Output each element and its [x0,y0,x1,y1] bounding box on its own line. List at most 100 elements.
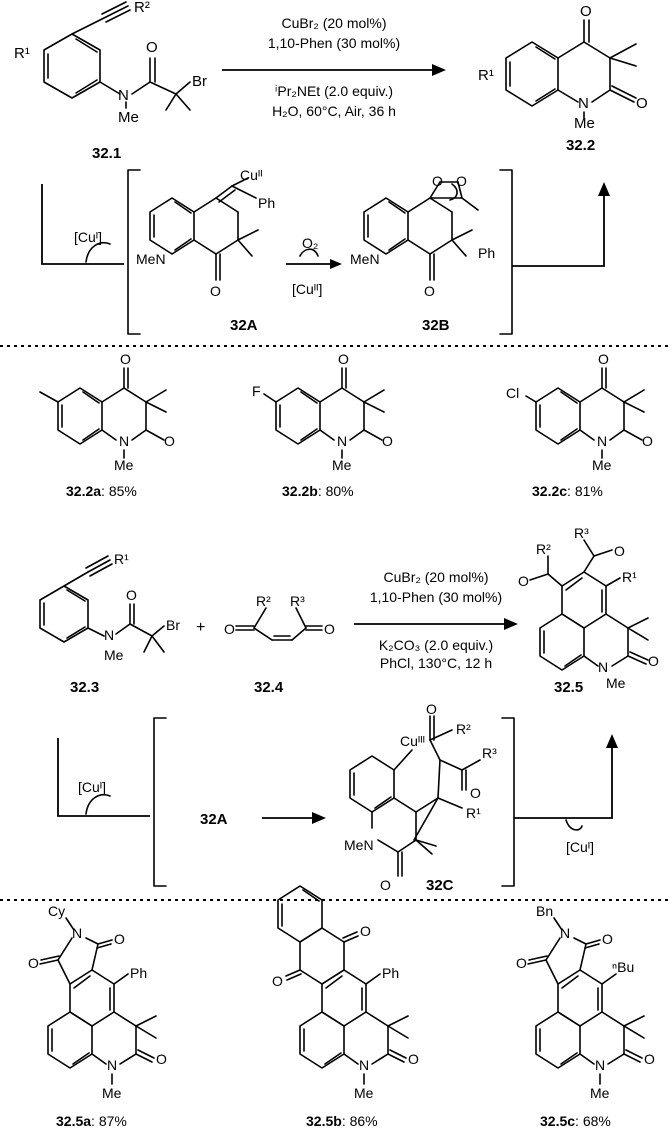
conditions-2-line3: K₂CO₃ (2.0 equiv.) [379,637,493,653]
reaction-arrowhead-1 [432,64,446,76]
product-32-2b [263,367,385,459]
mech1-o2-curly [299,248,319,257]
p2b-o-amide: O [382,433,393,449]
product-32-5a [39,917,157,1085]
p2a-me: Me [114,457,134,473]
p2b-f: F [252,383,261,399]
product-o-top: O [580,3,592,20]
mech2-o2: O [470,785,481,801]
intermediate-32C-label: 32C [426,877,454,894]
product-32-5c [527,917,645,1085]
p5c-n: N [595,1057,605,1073]
p5b-n: N [359,1057,369,1073]
mech1-men-a: MeN [136,251,166,267]
p5b-o-quinone1: O [272,973,283,989]
product-32-5 [529,539,649,671]
p5a-n-imide: N [72,925,82,941]
product-n: N [578,95,589,112]
p2b-yield: : 80% [318,483,354,499]
sm-compound-id: 32.1 [92,145,121,162]
s2-sm-r1: R¹ [114,551,129,567]
p5b-yield: : 86% [342,1113,378,1129]
p5a-ph: Ph [130,965,147,981]
mech1-left-bracket [127,169,141,335]
mech2-cu-out: [Cuᴵ] [566,839,594,855]
mech2-right-bracket [501,717,515,887]
s2-plus: + [196,619,205,636]
s2-sm-o: O [126,587,137,603]
mech2-exit-line [514,744,613,819]
product-caption-32-5c: 32.5c: 68% [540,1113,611,1129]
s2-partner-o2: O [324,621,335,637]
p5a-me: Me [102,1085,122,1101]
p2a-o-top: O [120,351,131,367]
mech1-cu-curly [85,242,111,263]
p5a-o-imide1: O [114,931,125,947]
product-caption-32-2c: 32.2c: 81% [532,483,603,499]
mech1-o2: O₂ [302,235,318,251]
product-me: Me [574,115,595,132]
p2a-o-amide: O [164,433,175,449]
mech2-r3: R³ [482,745,497,761]
mech1-cu-ii: Cuᴵᴵ [240,167,263,183]
product-32-2a [39,367,167,459]
p2c-cl: Cl [506,385,519,401]
s2-partner-r3: R³ [290,593,305,609]
mech1-ph-a: Ph [258,195,275,211]
atom-o-label: O [146,39,158,56]
s2-partner-r2: R² [256,593,271,609]
p5-r2: R² [536,541,551,557]
s2-partner-id: 32.4 [254,679,284,696]
sm-r2-label: R² [134,0,150,16]
p2b-me: Me [332,457,352,473]
product-32-2 [505,19,637,119]
p5a-o-amide: O [156,1051,167,1067]
s2-sm-n: N [104,627,114,643]
product-o-amide: O [636,95,648,112]
s2-partner-o1: O [224,621,235,637]
intermediate-32B-structure [363,181,479,281]
mech2-cu-out-curly [565,819,583,831]
atom-me-label: Me [118,109,139,126]
p5c-n-imide: N [560,925,570,941]
p5-me: Me [606,675,626,691]
p5-n: N [598,659,608,675]
mech1-cu-catalyst: [Cuᴵ] [74,229,102,245]
p2c-id: 32.2c [532,483,567,499]
p2c-o-top: O [598,351,609,367]
p2c-n: N [597,433,607,449]
p5-o1: O [518,573,529,589]
p2c-yield: : 81% [567,483,603,499]
reactant-32-3 [39,555,165,653]
p5b-id: 32.5b [306,1113,342,1129]
mech1-exit-arrowhead [598,182,610,196]
s2-sm-br: Br [166,617,180,633]
p5b-me: Me [354,1085,374,1101]
mech2-entry-line [57,738,150,817]
p2b-o-top: O [338,351,349,367]
p5c-o-imide2: O [516,955,527,971]
intermediate-32C-structure [349,715,481,877]
mech1-ph-b: Ph [478,245,495,261]
sm-r1-label: R¹ [14,45,30,62]
p5b-o-quinone2: O [360,923,371,939]
p5c-yield: : 68% [575,1113,611,1129]
s2-product-id: 32.5 [554,679,583,696]
conditions-1-line3: ⁱPr₂NEt (2.0 equiv.) [275,83,393,99]
p5a-n: N [107,1057,117,1073]
product-32-2c [525,367,645,459]
mech1-men-b: MeN [350,251,380,267]
p2a-n: N [119,433,129,449]
mech2-o3: O [380,877,391,893]
atom-n-label: N [118,87,129,104]
p5a-cy: Cy [48,903,65,919]
conditions-2-line4: PhCl, 130°C, 12 h [380,655,492,671]
p5c-bn: Bn [536,903,553,919]
p5c-o-amide: O [644,1051,655,1067]
mech2-cu-curly [85,794,111,815]
p5a-id: 32.5a [56,1113,91,1129]
product-compound-id: 32.2 [566,137,595,154]
p5c-o-imide1: O [602,931,613,947]
conditions-1-line1: CuBr₂ (20 mol%) [281,15,386,31]
p5a-yield: : 87% [91,1113,127,1129]
